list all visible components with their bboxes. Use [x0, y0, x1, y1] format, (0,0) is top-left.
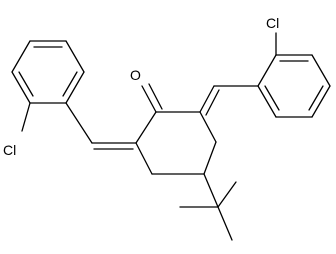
double-bond-inner — [308, 85, 324, 111]
chlorine-left-label: Cl — [3, 142, 16, 158]
methyl-bond — [217, 181, 237, 208]
double-bond-inner — [62, 71, 78, 97]
exocyclic-double-bond-right — [199, 85, 215, 113]
bond — [203, 141, 217, 175]
double-bond-inner — [18, 71, 34, 97]
cyclohexanone-ring — [135, 111, 217, 175]
bond — [311, 54, 331, 87]
methyl-bond — [217, 206, 233, 241]
bond — [257, 85, 277, 118]
bond — [135, 111, 157, 144]
chlorine-right-label: Cl — [266, 15, 279, 31]
bond — [11, 40, 31, 73]
bond — [65, 71, 85, 104]
c-cl-bond-left — [21, 102, 31, 132]
bond — [135, 142, 153, 175]
exocyclic-double-bond-right-inner — [205, 89, 220, 116]
benzylidene-bond-left — [65, 102, 93, 144]
bond — [311, 85, 331, 118]
bond — [203, 173, 219, 208]
oxygen-label: O — [130, 67, 141, 83]
double-bond-inner — [264, 85, 280, 111]
right-chlorophenyl-ring — [257, 54, 331, 118]
bond — [257, 54, 277, 87]
carbonyl-bond-inner — [148, 83, 163, 110]
bond — [11, 71, 31, 104]
carbonyl-bond — [141, 85, 157, 113]
tert-butyl-group — [179, 173, 237, 241]
bond — [65, 40, 85, 73]
bond — [199, 111, 217, 143]
left-chlorophenyl-ring — [11, 40, 85, 104]
